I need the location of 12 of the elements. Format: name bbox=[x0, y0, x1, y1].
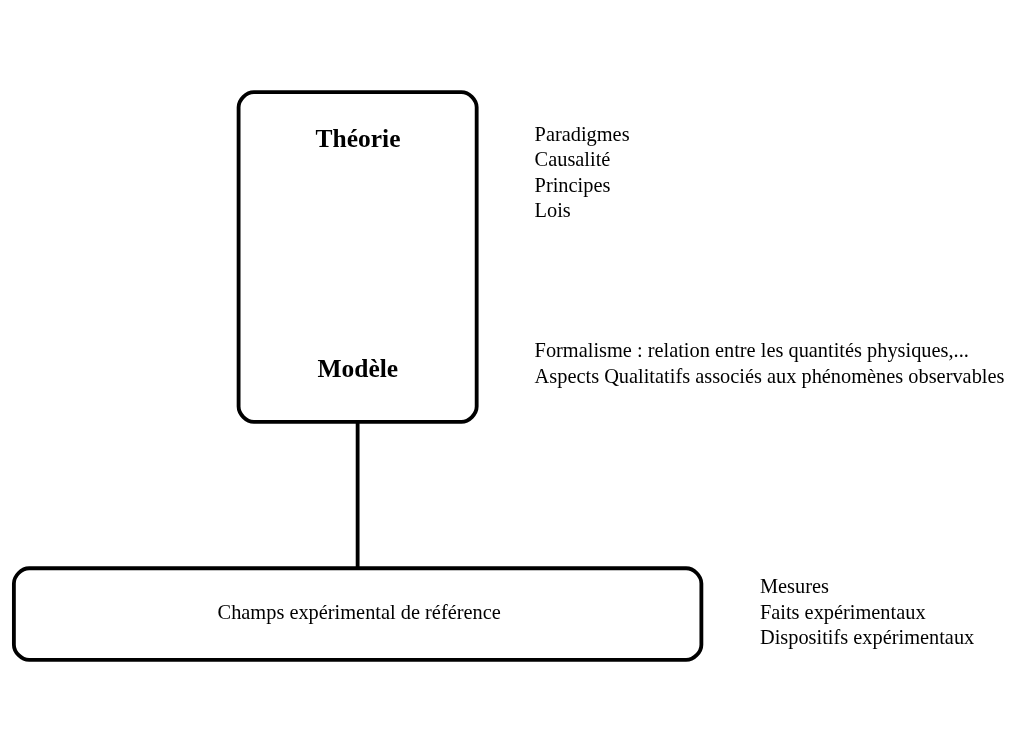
node-box: Théorie Modèle bbox=[236, 89, 479, 424]
label: Paradigmes bbox=[534, 122, 630, 145]
label: Faits expérimentaux bbox=[759, 600, 926, 623]
label: Mesures bbox=[759, 574, 829, 597]
label: Principes bbox=[534, 173, 611, 196]
label: Formalisme : relation entre les quantités physiques,... bbox=[534, 338, 969, 361]
label: Dispositifs expérimentaux bbox=[759, 625, 975, 648]
label: Causalité bbox=[534, 147, 611, 170]
node-box: Champs expérimental de référence bbox=[12, 565, 704, 662]
connector bbox=[355, 421, 360, 568]
label: Lois bbox=[534, 198, 571, 221]
label: Aspects Qualitatifs associés aux phénomènes observables bbox=[534, 364, 1005, 387]
